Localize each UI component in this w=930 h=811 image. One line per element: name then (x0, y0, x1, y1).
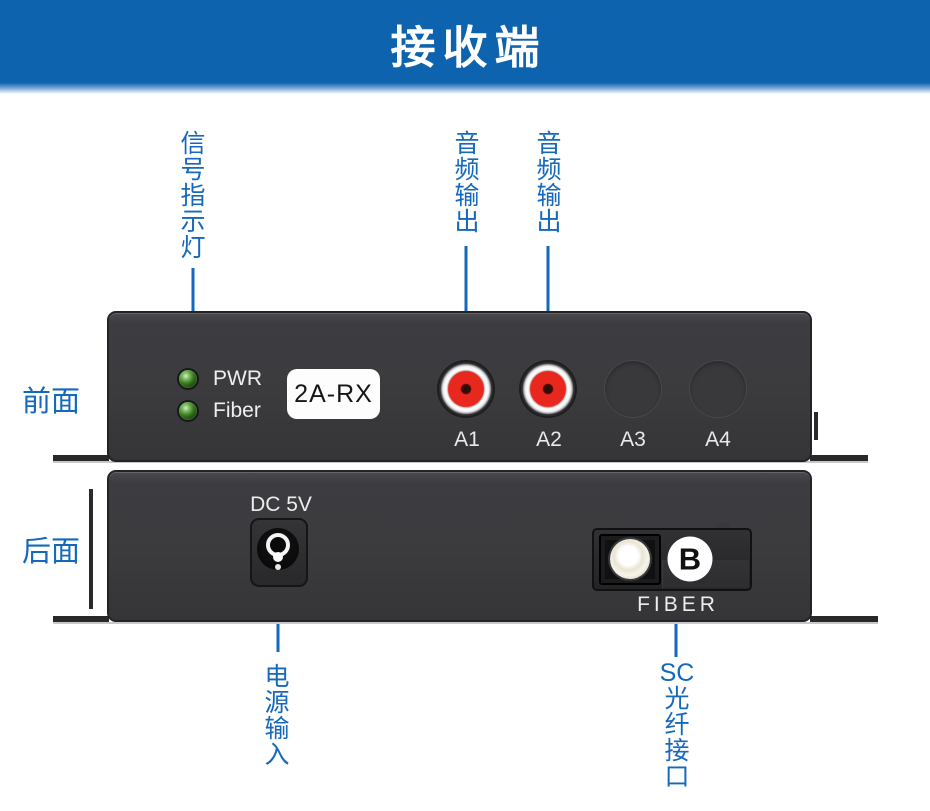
fiber-led-icon (179, 402, 197, 420)
rca-jack-a1 (439, 362, 493, 416)
page-title: 接收端 (390, 21, 547, 73)
pwr-led-icon (179, 370, 197, 388)
audio-output-1-label: 音 频 输 出 (454, 130, 480, 236)
sc-fiber-label: SC 光 纤 接 口 (659, 659, 695, 791)
dc-5v-label: DC 5V (250, 493, 312, 516)
front-right-ear (810, 455, 868, 461)
blank-port-a4 (689, 360, 747, 418)
power-input-label: 电 源 输 入 (264, 663, 290, 769)
blank-port-a3 (604, 360, 662, 418)
port-label-a3: A3 (620, 428, 646, 451)
front-side-label: 前面 (22, 386, 81, 418)
fiber-b-cap: B (667, 536, 713, 582)
front-panel-baseline (53, 461, 868, 463)
port-label-a4: A4 (705, 428, 731, 451)
front-left-ear (53, 455, 109, 461)
rca-jack-a2 (521, 362, 575, 416)
back-left-ear (53, 616, 109, 622)
leader-line-fiber (674, 621, 678, 657)
leader-line-audio-1 (464, 246, 468, 354)
port-label-a2: A2 (536, 428, 562, 451)
signal-indicator-label: 信 号 指 示 灯 (180, 130, 206, 262)
model-badge: 2A-RX (287, 369, 380, 419)
fiber-housing-tab (716, 523, 730, 529)
back-side-label: 后面 (22, 536, 81, 568)
back-left-tab (89, 489, 93, 609)
audio-output-2-label: 音 频 输 出 (536, 130, 562, 236)
dc-jack-pin (273, 552, 283, 562)
back-right-ear (810, 616, 878, 622)
dc-jack-keyway (275, 564, 281, 570)
fiber-port-label: FIBER (637, 593, 719, 616)
port-label-a1: A1 (454, 428, 480, 451)
fiber-led-label: Fiber (213, 399, 261, 422)
leader-line-signal (191, 268, 195, 352)
pwr-led-label: PWR (213, 367, 262, 390)
back-panel-baseline (53, 622, 878, 624)
front-right-tab (814, 412, 818, 440)
header-banner: 接收端 (0, 0, 930, 94)
leader-line-audio-2 (546, 246, 550, 354)
sc-ferrule-icon (610, 539, 650, 579)
